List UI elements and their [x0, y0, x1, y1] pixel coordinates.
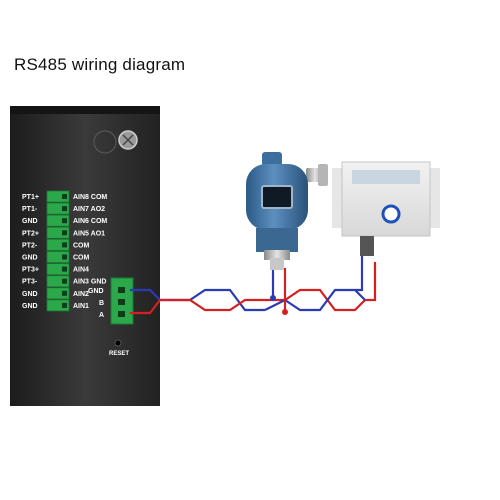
- transmitter-display: [261, 185, 293, 209]
- cable-gland: [360, 236, 374, 256]
- terminal-slot: [46, 202, 70, 215]
- wire-b-left: [130, 288, 265, 312]
- terminal-slot: [46, 238, 70, 251]
- junction-a-transmitter: [282, 309, 288, 315]
- terminal-label-right: AIN2: [73, 291, 89, 298]
- terminal-label-left: PT2+: [22, 230, 39, 237]
- rs485-bus-wires: [130, 255, 377, 315]
- terminal-label-right: AIN8 COM: [73, 194, 107, 201]
- terminal-screw-icon: [118, 287, 125, 293]
- reset-button[interactable]: [114, 339, 122, 347]
- terminal-screw-icon: [62, 266, 67, 272]
- pressure-transmitter: [246, 152, 328, 270]
- controller-module: PT1+ PT1- GND PT2+ PT2- GND PT3+ PT3- GND GND AIN…: [10, 106, 160, 406]
- terminal-label-left: PT1+: [22, 194, 39, 201]
- terminal-label-right: AIN6 COM: [73, 218, 107, 225]
- terminal-label-left: GND: [22, 291, 38, 298]
- terminal-label-left: PT1-: [22, 206, 38, 213]
- terminal-label-right: COM: [73, 255, 90, 262]
- sensor-box: [332, 161, 440, 256]
- terminal-screw-icon: [62, 218, 67, 224]
- diagram-title: RS485 wiring diagram: [14, 55, 186, 74]
- terminal-screw-icon: [62, 278, 67, 284]
- terminal-label-left: PT3-: [22, 279, 38, 286]
- terminal-slot: [46, 214, 70, 227]
- terminal-slot: [46, 299, 70, 312]
- terminal-slot: [46, 226, 70, 239]
- terminal-label-right: AIN7 AO2: [73, 206, 105, 213]
- terminal-label-right: AIN5 AO1: [73, 230, 105, 237]
- terminal-label-left: GND: [22, 303, 38, 310]
- terminal-label-left: GND: [22, 218, 38, 225]
- bus-label: B: [99, 300, 104, 307]
- terminal-screw-icon: [62, 302, 67, 308]
- wire-a: [130, 288, 366, 315]
- terminal-label-left: PT3+: [22, 267, 39, 274]
- terminal-label-right: COM: [73, 242, 90, 249]
- terminal-slot: [46, 287, 70, 300]
- terminal-screw-icon: [62, 254, 67, 260]
- terminal-screw-icon: [62, 194, 67, 199]
- terminal-slot: [46, 263, 70, 276]
- terminal-label-left: PT2-: [22, 242, 38, 249]
- terminal-slot: [46, 251, 70, 263]
- terminal-screw-icon: [62, 290, 67, 296]
- terminal-screw-icon: [62, 206, 67, 212]
- bus-terminal-labels: GND BA: [88, 287, 125, 319]
- terminal-screw-icon: [62, 230, 67, 236]
- junction-b-transmitter: [270, 295, 276, 301]
- bus-label: A: [99, 312, 104, 319]
- terminal-label-right: AIN4: [73, 267, 89, 274]
- terminal-screw-icon: [118, 299, 125, 305]
- controller-body: [10, 106, 160, 406]
- terminal-label-left: GND: [22, 255, 38, 262]
- terminal-slot: [46, 275, 70, 288]
- bus-label: GND: [88, 288, 104, 295]
- terminal-block: [46, 190, 70, 312]
- terminal-label-right: AIN3 GND: [73, 279, 106, 286]
- reset-label: RESET: [109, 351, 129, 357]
- terminal-label-right: AIN1: [73, 303, 89, 310]
- sensor-window-icon: [381, 204, 401, 224]
- terminal-screw-icon: [62, 242, 67, 248]
- terminal-screw-icon: [118, 311, 125, 317]
- terminal-slot: [46, 190, 70, 203]
- mount-hole-icon: [93, 130, 117, 154]
- left-terminal-labels: PT1+ PT1- GND PT2+ PT2- GND PT3+ PT3- GND GND: [22, 194, 39, 310]
